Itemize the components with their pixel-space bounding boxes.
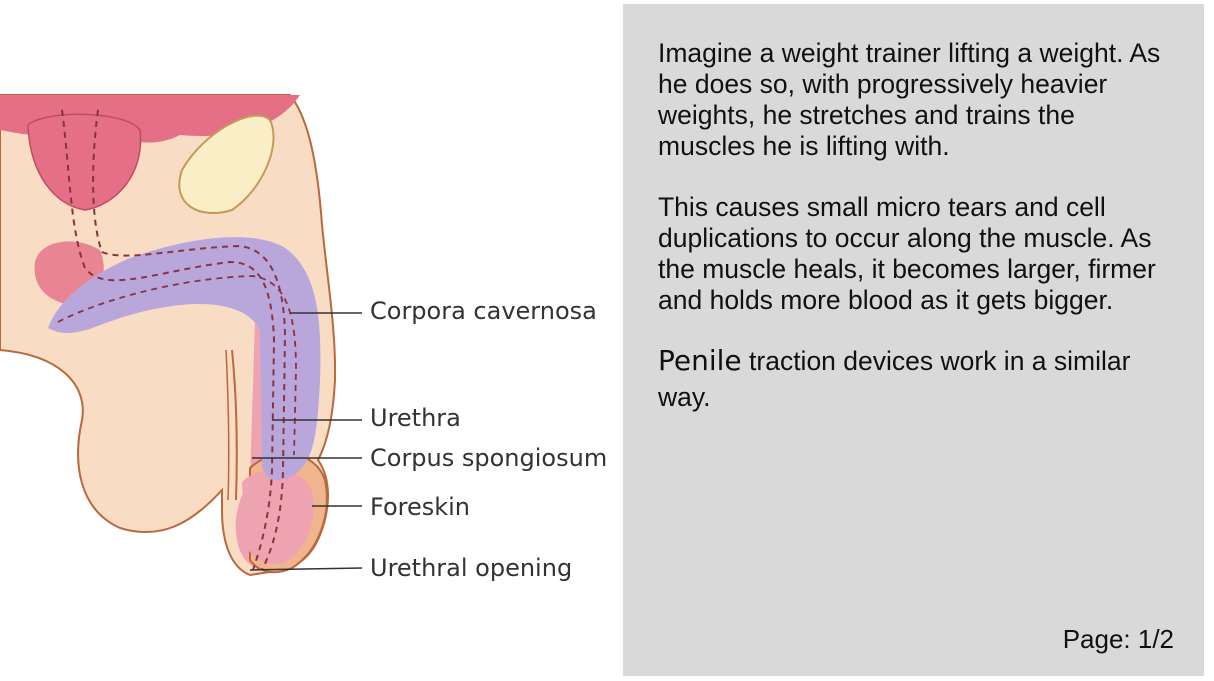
paragraph-1: Imagine a weight trainer lifting a weigh…: [658, 38, 1161, 161]
label-corpora-cavernosa: Corpora cavernosa: [370, 297, 597, 325]
label-corpus-spongiosum: Corpus spongiosum: [370, 444, 608, 472]
paragraph-2: This causes small micro tears and cell d…: [658, 192, 1156, 315]
paragraph-3: Penile traction devices work in a simila…: [658, 343, 1174, 415]
pubic-bone: [178, 114, 275, 215]
label-urethral-opening: Urethral opening: [370, 554, 573, 582]
leader-urethral-opening: [249, 567, 363, 571]
anatomy-diagram: Corpora cavernosa Urethra Corpus spongio…: [0, 94, 608, 582]
cavernosa-path: [57, 275, 297, 456]
page-indicator: Page: 1/2: [1062, 624, 1174, 654]
label-foreskin: Foreskin: [370, 493, 471, 521]
paragraph-3-rest: traction devices work in a similar way.: [658, 346, 1131, 412]
text-panel: Imagine a weight trainer lifting a weigh…: [623, 4, 1204, 676]
urethra-path-1: [61, 109, 276, 571]
prostate: [27, 113, 142, 211]
label-urethra: Urethra: [370, 404, 461, 432]
anatomy-illustration: [0, 94, 363, 577]
paragraph-3-lead: Penile: [658, 344, 742, 377]
urethra-path-2: [92, 109, 287, 571]
corpora-cavernosa-shape: [48, 237, 321, 480]
